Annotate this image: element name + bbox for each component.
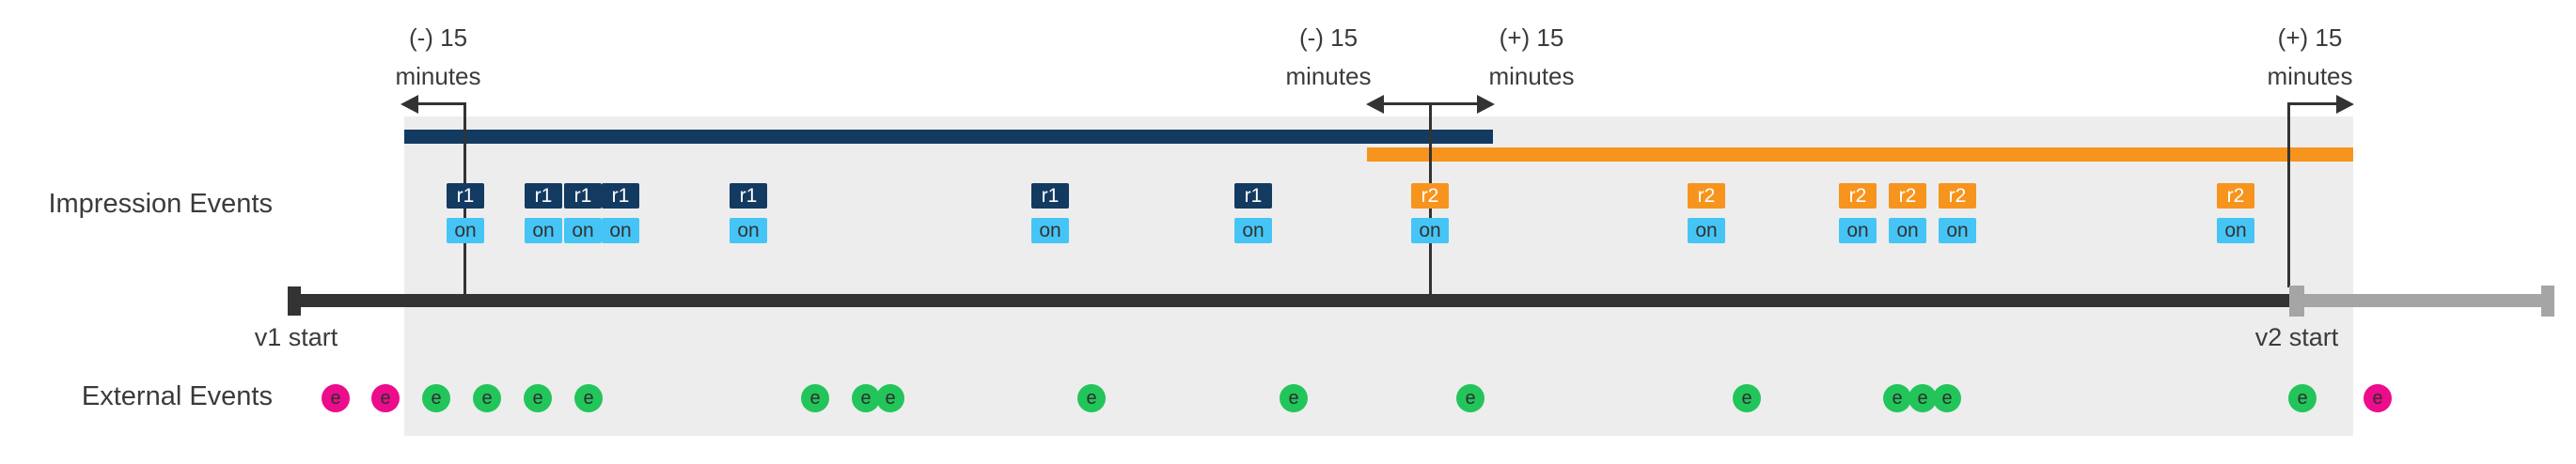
external-events-row-label: External Events	[81, 381, 273, 411]
impression-event-r2: r2 on	[1688, 183, 1725, 243]
external-event-dot: e	[524, 384, 552, 412]
timeline-bar-v1	[294, 294, 2289, 307]
v2-window-bar	[1367, 147, 2353, 162]
external-event-dot: e	[1933, 384, 1961, 412]
annotation-post-v1: (+) 15 minutes	[1419, 19, 1644, 96]
annotation-line1: (-) 15	[408, 23, 468, 52]
impression-event-r1: r1 on	[564, 183, 602, 243]
external-event-dot: e	[1908, 384, 1937, 412]
impression-event-r2: r2 on	[1839, 183, 1877, 243]
right-arrowhead-icon	[2336, 95, 2354, 114]
external-event-dot: e	[1280, 384, 1308, 412]
impression-chip-r1: r1	[730, 183, 767, 209]
impression-status-chip: on	[602, 218, 639, 243]
external-event-dot: e	[1883, 384, 1911, 412]
external-event-dot: e	[1456, 384, 1484, 412]
impression-events-row-label: Impression Events	[48, 189, 273, 219]
impression-status-chip: on	[564, 218, 602, 243]
impression-status-chip: on	[1889, 218, 1926, 243]
external-event-dot: e	[371, 384, 400, 412]
impression-event-r1: r1 on	[602, 183, 639, 243]
v1-window-bar	[404, 130, 1493, 144]
mid-right-arrowhead-icon	[1477, 95, 1495, 114]
external-event-dot: e	[2364, 384, 2392, 412]
annotation-pre-v2: (-) 15 minutes	[1216, 19, 1441, 96]
v2-start-cap	[2289, 286, 2304, 317]
impression-status-chip: on	[1031, 218, 1069, 243]
post-v2-arrow-shaft	[2288, 102, 2338, 105]
impression-status-chip: on	[1411, 218, 1449, 243]
external-event-dot: e	[852, 384, 880, 412]
mid-arrow-shaft	[1383, 102, 1479, 105]
observation-window-panel	[404, 116, 2353, 436]
impression-chip-r2: r2	[1411, 183, 1449, 209]
impression-chip-r1: r1	[1234, 183, 1272, 209]
impression-event-r2: r2 on	[1889, 183, 1926, 243]
annotation-line1: (+) 15	[2277, 23, 2343, 52]
impression-event-r1: r1 on	[730, 183, 767, 243]
impression-chip-r1: r1	[1031, 183, 1069, 209]
left-arrowhead-icon	[401, 95, 418, 114]
impression-chip-r1: r1	[525, 183, 562, 209]
external-event-dot: e	[1077, 384, 1106, 412]
annotation-line1: (-) 15	[1298, 23, 1359, 52]
impression-status-chip: on	[525, 218, 562, 243]
impression-status-chip: on	[1839, 218, 1877, 243]
external-event-dot: e	[876, 384, 904, 412]
post-v2-tick-line	[2287, 102, 2290, 287]
annotation-line1: (+) 15	[1499, 23, 1564, 52]
impression-status-chip: on	[447, 218, 484, 243]
v2-start-label: v2 start	[2254, 323, 2339, 351]
impression-status-chip: on	[730, 218, 767, 243]
external-event-dot: e	[2288, 384, 2317, 412]
mid-left-arrowhead-icon	[1366, 95, 1384, 114]
annotation-line2: minutes	[1488, 62, 1575, 90]
impression-status-chip: on	[1234, 218, 1272, 243]
external-event-dot: e	[473, 384, 501, 412]
impression-chip-r2: r2	[1839, 183, 1877, 209]
impression-chip-r2: r2	[2217, 183, 2254, 209]
impression-event-r2: r2 on	[1411, 183, 1449, 243]
impression-event-r2: r2 on	[1939, 183, 1976, 243]
external-event-dot: e	[1733, 384, 1761, 412]
v1-start-label: v1 start	[254, 323, 338, 351]
impression-event-r1: r1 on	[1234, 183, 1272, 243]
external-event-dot: e	[574, 384, 603, 412]
impression-chip-r2: r2	[1889, 183, 1926, 209]
pre-v1-arrow-shaft	[416, 102, 466, 105]
impression-event-r1: r1 on	[447, 183, 484, 243]
external-event-dot: e	[322, 384, 350, 412]
impression-event-r1: r1 on	[525, 183, 562, 243]
timeline-bar-v2	[2302, 294, 2543, 307]
impression-chip-r2: r2	[1939, 183, 1976, 209]
annotation-line2: minutes	[2267, 62, 2353, 90]
annotation-line2: minutes	[395, 62, 481, 90]
annotation-line2: minutes	[1285, 62, 1372, 90]
annotation-pre-v1: (-) 15 minutes	[325, 19, 551, 96]
impression-status-chip: on	[2217, 218, 2254, 243]
impression-chip-r1: r1	[602, 183, 639, 209]
v1-start-cap	[288, 286, 301, 316]
external-event-dot: e	[801, 384, 829, 412]
impression-event-r2: r2 on	[2217, 183, 2254, 243]
impression-chip-r1: r1	[447, 183, 484, 209]
external-event-dot: e	[422, 384, 450, 412]
annotation-post-v2: (+) 15 minutes	[2197, 19, 2423, 96]
impression-chip-r2: r2	[1688, 183, 1725, 209]
impression-status-chip: on	[1688, 218, 1725, 243]
impression-status-chip: on	[1939, 218, 1976, 243]
timeline-end-cap	[2541, 286, 2554, 317]
impression-event-r1: r1 on	[1031, 183, 1069, 243]
impression-chip-r1: r1	[564, 183, 602, 209]
